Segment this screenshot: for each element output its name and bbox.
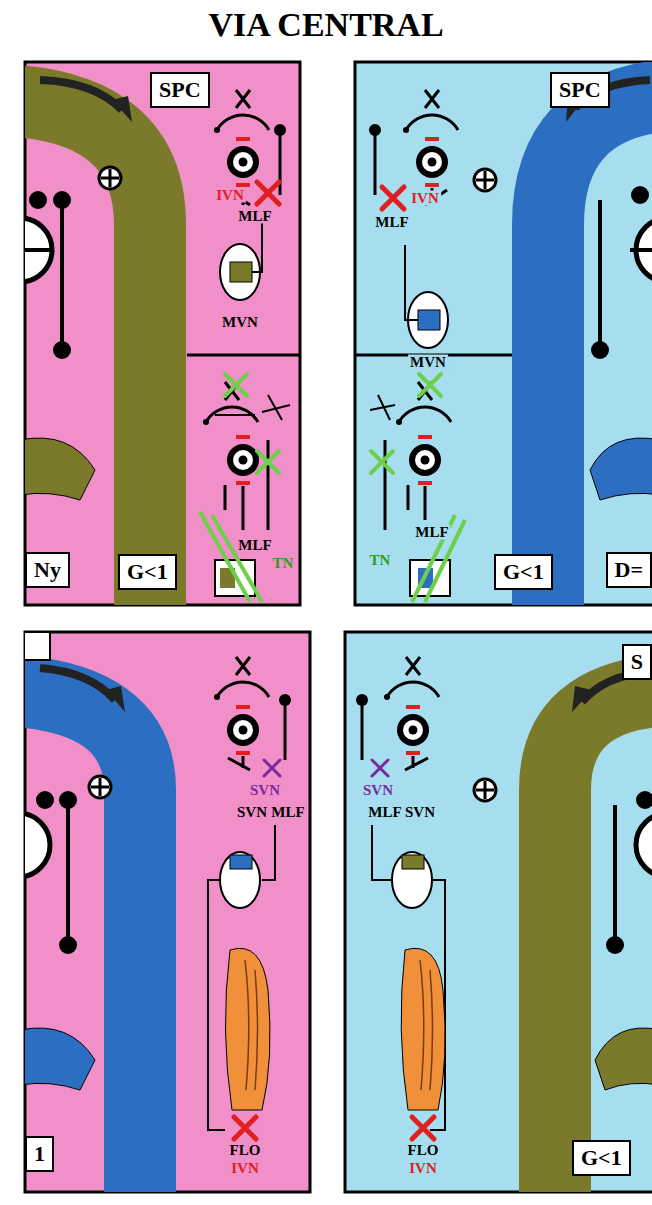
box-text: D= bbox=[615, 557, 643, 582]
text-box: SPC bbox=[150, 72, 210, 108]
box-text: 1 bbox=[34, 1141, 45, 1166]
text-box: SPC bbox=[550, 72, 610, 108]
nucleus-label: IVN bbox=[407, 1161, 439, 1176]
box-text: G<1 bbox=[581, 1145, 622, 1170]
box-text: G<1 bbox=[503, 559, 544, 584]
nucleus-label: MVN bbox=[408, 355, 448, 370]
box-text: Ny bbox=[34, 557, 61, 582]
nucleus-label: SVN bbox=[361, 783, 395, 798]
box-text: S bbox=[631, 649, 643, 674]
nucleus-label: SVN bbox=[248, 783, 282, 798]
nucleus-label: IVN bbox=[214, 188, 246, 203]
nucleus-label: FLO bbox=[228, 1143, 263, 1158]
nucleus-label: MLF bbox=[413, 525, 450, 540]
nucleus-label: MVN bbox=[220, 315, 260, 330]
nucleus-label: MLF bbox=[236, 538, 273, 553]
text-box: Ny bbox=[25, 552, 70, 588]
text-box: G<1 bbox=[118, 554, 177, 590]
nucleus-label: SVN bbox=[235, 805, 269, 820]
nucleus-label: FLO bbox=[406, 1143, 441, 1158]
text-box: G<1 bbox=[494, 554, 553, 590]
diagram-title: VIA CENTRAL bbox=[0, 6, 652, 44]
nucleus-label: SVN bbox=[403, 805, 437, 820]
nucleus-label: TN bbox=[271, 556, 296, 571]
nucleus-label: MLF bbox=[366, 805, 403, 820]
text-box: S bbox=[622, 644, 652, 680]
nucleus-label: IVN bbox=[409, 191, 441, 206]
box-text: SPC bbox=[159, 77, 201, 102]
nucleus-label: TN bbox=[368, 553, 393, 568]
box-text: SPC bbox=[559, 77, 601, 102]
text-box: G<1 bbox=[572, 1140, 631, 1176]
text-box: 1 bbox=[25, 1136, 54, 1172]
nucleus-label: IVN bbox=[229, 1161, 261, 1176]
nucleus-label: MLF bbox=[373, 215, 410, 230]
nucleus-label: MLF bbox=[236, 209, 273, 224]
nucleus-label: MLF bbox=[269, 805, 306, 820]
text-box: D= bbox=[606, 552, 652, 588]
box-text: G<1 bbox=[127, 559, 168, 584]
